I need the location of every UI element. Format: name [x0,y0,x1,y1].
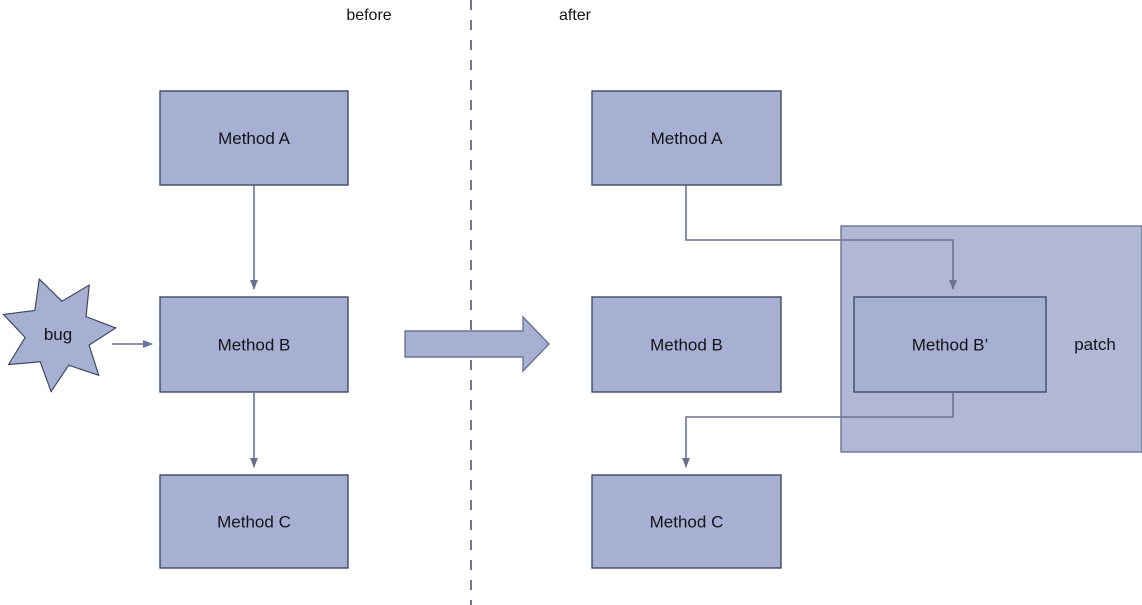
before-method-b[interactable]: Method B [159,296,349,393]
section-label-before: before [346,7,391,24]
section-label-after: after [559,7,592,24]
after-method-b-prime[interactable]: Method B’ [853,296,1047,393]
after-method-c-label: Method C [650,513,724,532]
transition-arrow-icon [404,315,550,373]
before-method-a-box [159,90,349,186]
after-method-b-box [591,296,782,393]
before-method-a[interactable]: Method A [159,90,349,186]
after-method-b-label: Method B [650,336,723,355]
bug-star-label: bug [44,325,72,344]
after-method-b[interactable]: Method B [591,296,782,393]
after-method-a-to-b-prime-connector [685,185,957,290]
after-method-b-prime-box [853,296,1047,393]
after-b-prime-to-method-c-connector [682,392,954,468]
before-method-c-box [159,474,349,569]
before-method-c-label: Method C [217,513,291,532]
before-method-a-label: Method A [218,129,290,148]
before-method-b-label: Method B [218,336,291,355]
after-diagram-group: patch Method A Method B Method C Method B’ [591,90,1142,569]
after-method-a-box [591,90,782,186]
before-diagram-group: bug Method A Method B Method C [2,90,349,569]
before-method-c[interactable]: Method C [159,474,349,569]
bug-star-icon [2,277,118,393]
after-method-c[interactable]: Method C [591,474,782,569]
after-method-b-prime-label: Method B’ [912,336,989,355]
after-method-c-box [591,474,782,569]
patch-region-label: patch [1074,335,1116,354]
after-method-a[interactable]: Method A [591,90,782,186]
after-method-a-label: Method A [651,129,723,148]
